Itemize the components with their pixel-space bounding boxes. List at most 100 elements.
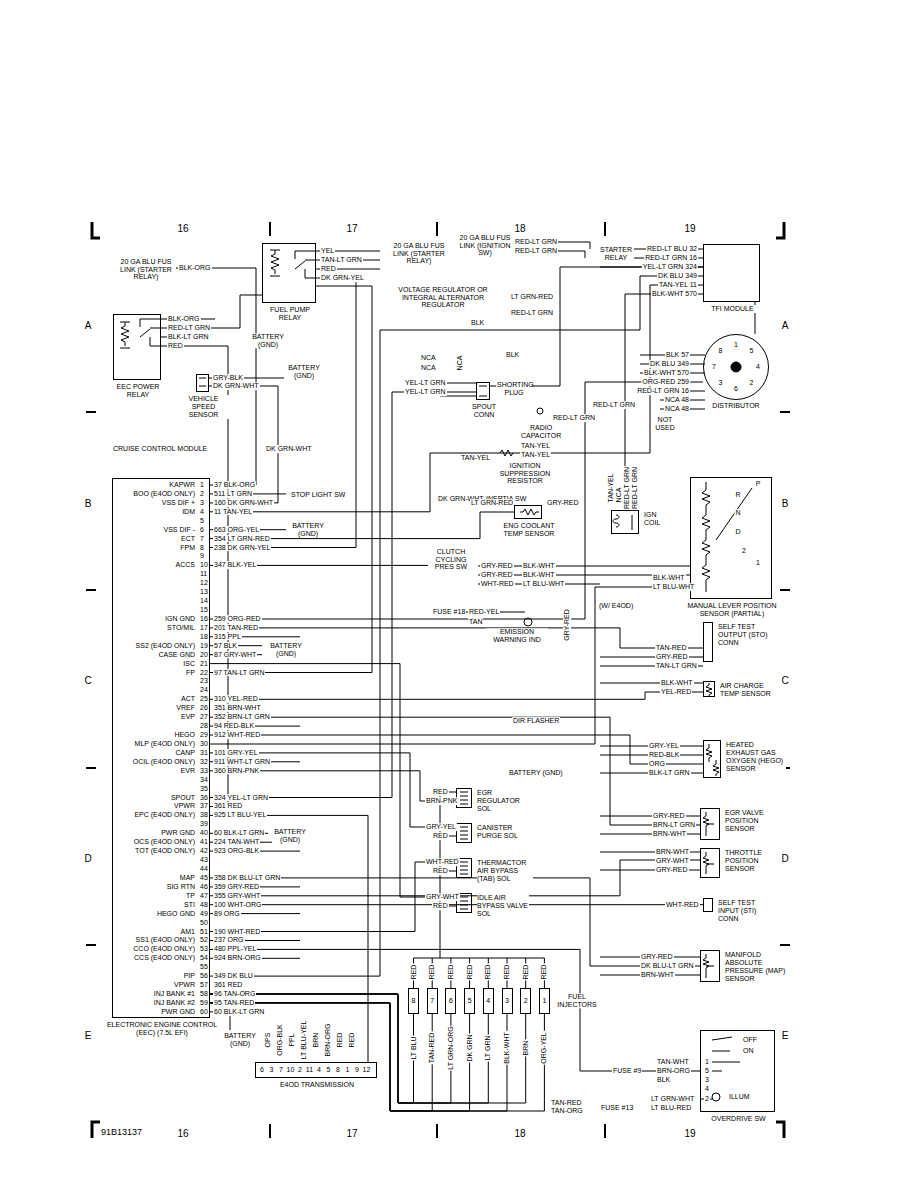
wiring-art — [86, 222, 790, 1138]
wire-code: 347 BLK-YEL — [213, 562, 257, 570]
wire-label: TAN-RED — [655, 644, 688, 652]
pin-number: 6 — [199, 526, 205, 534]
wire-label: 2 — [749, 379, 755, 387]
pin-number: 9 — [199, 553, 205, 561]
wire-code: 60 BLK-LT GRN — [213, 829, 265, 837]
wire-label: STARTER RELAY — [598, 246, 634, 261]
component-box: IGN COIL — [611, 510, 639, 534]
component-name: THERMACTOR AIR BYPASS (TAB) SOL — [477, 859, 533, 883]
wire-label: BRN-PNK — [425, 797, 459, 805]
pin-number: 13 — [199, 588, 209, 596]
injector-feed — [414, 958, 545, 988]
wire-label: 6 — [259, 1066, 265, 1074]
wire-label: GRY-RED — [652, 812, 686, 820]
wire-label: BRN-ORG — [656, 1067, 691, 1075]
pin-number: 57 — [199, 981, 209, 989]
injector-number: 4 — [486, 997, 490, 1005]
switch-symbol — [700, 1037, 740, 1099]
wire-label: 8 — [335, 1066, 341, 1074]
mlp-ladder — [478, 482, 752, 592]
wire-label: DK GRN-WHT — [265, 445, 313, 453]
pin-number: 14 — [199, 597, 209, 605]
wire-label: YEL-LT GRN 324 — [642, 263, 698, 271]
wire-label: TAN-LT GRN — [655, 662, 698, 670]
wire-label: BLK-WHT — [522, 571, 556, 579]
wire-connector — [210, 949, 700, 1071]
pin-number: 10 — [199, 562, 209, 570]
wire-label: GRY-RED — [640, 953, 674, 961]
wire-label: BATTERY (GND) — [508, 769, 564, 777]
wire-label: LT GRN-RED — [510, 293, 554, 301]
wire-code: 97 TAN-LT GRN — [213, 669, 265, 677]
wire-label: RED-LT GRN — [623, 466, 631, 510]
component-name: SELF TEST INPUT (STI) CONN — [718, 899, 778, 923]
wire-label: RADIO CAPACITOR — [520, 424, 562, 439]
pin-number: 5 — [199, 517, 205, 525]
pin-number: 15 — [199, 606, 209, 614]
wire-connector — [210, 735, 703, 764]
wire-code: 925 LT BLU-YEL — [213, 812, 267, 820]
pin-name: IDM — [181, 508, 196, 516]
pin-number: 33 — [199, 767, 209, 775]
wire-code: 349 DK BLU — [213, 972, 254, 980]
wire-label: BLK-WHT 570 — [643, 369, 690, 377]
injector-number: 3 — [505, 997, 509, 1005]
component-name: OVERDRIVE SW — [701, 1115, 776, 1123]
component-box: 3 — [502, 988, 513, 1014]
pin-name: PWR GND — [160, 829, 196, 837]
wire-label: LT GRN-ORG — [447, 1025, 455, 1070]
wire-label: BRN — [522, 1040, 530, 1057]
pin-number: 22 — [199, 669, 209, 677]
component-box: ENG COOLANT TEMP SENSOR — [514, 505, 542, 519]
pin-name: HEGO — [173, 731, 196, 739]
pin-name: ISC — [182, 660, 196, 668]
component-name: FUEL PUMP RELAY — [260, 306, 320, 322]
pin-number: 28 — [199, 722, 209, 730]
pin-name: VPWR — [173, 803, 196, 811]
wire-code: 324 YEL-LT GRN — [213, 794, 269, 802]
wire-label: RED — [348, 1032, 356, 1049]
wire-code: 310 YEL-RED — [213, 695, 259, 703]
pin-number: 19 — [199, 642, 209, 650]
pin-number: 31 — [199, 749, 209, 757]
wire-label: N — [734, 509, 741, 517]
wire-label: NCA — [420, 364, 437, 372]
wire-label: 4 — [704, 1085, 710, 1093]
pin-wire — [176, 268, 428, 1030]
grid-reference: 19 — [683, 223, 696, 234]
wire-connector — [210, 1003, 470, 1111]
wire-label: 8 — [717, 348, 723, 356]
wire-label: 1 — [733, 341, 739, 349]
pin-number: 42 — [199, 847, 209, 855]
wire-label: 20 GA BLU FUS LINK (STARTER RELAY) — [116, 258, 176, 281]
wire-label: 2 — [704, 1095, 710, 1103]
pin-number: 32 — [199, 758, 209, 766]
wire-connector — [210, 717, 700, 825]
distributor-rotor — [731, 362, 741, 372]
wire-label: 4 — [316, 1066, 322, 1074]
component-box: EGR VALVE POSITION SENSOR — [700, 808, 720, 840]
component-box: 1 — [539, 988, 550, 1014]
wire-connector — [210, 587, 690, 744]
illum-lamp — [712, 1093, 720, 1101]
wire-label: RED — [432, 902, 449, 910]
wire-label: RED — [432, 832, 449, 840]
wire-code: 238 DK GRN-YEL — [213, 544, 271, 552]
wire-label: BATTERY (GND) — [286, 364, 322, 379]
wire-label: CLUTCH CYCLING PRES SW — [430, 548, 472, 571]
pin-name: SIG RTN — [166, 883, 196, 891]
pin-number: 18 — [199, 633, 209, 641]
pin-name: VSS DIF + — [161, 499, 196, 507]
pin-number: 37 — [199, 803, 209, 811]
wire-label: BLK-ORG — [178, 264, 212, 272]
wire-label: 5 — [749, 348, 755, 356]
pin-number: 12 — [199, 579, 209, 587]
wire-label: GRY-YEL — [425, 823, 457, 831]
wire-label: BLK — [470, 319, 485, 327]
wire-label: RED — [167, 342, 184, 350]
pin-name: KAPWR — [168, 481, 196, 489]
component-name: MANUAL LEVER POSITION SENSOR (PARTIAL) — [687, 602, 777, 618]
pin-name: FPM — [179, 544, 196, 552]
wire-label: NCA 48 — [664, 405, 690, 413]
component-name: EGR VALVE POSITION SENSOR — [725, 809, 785, 833]
